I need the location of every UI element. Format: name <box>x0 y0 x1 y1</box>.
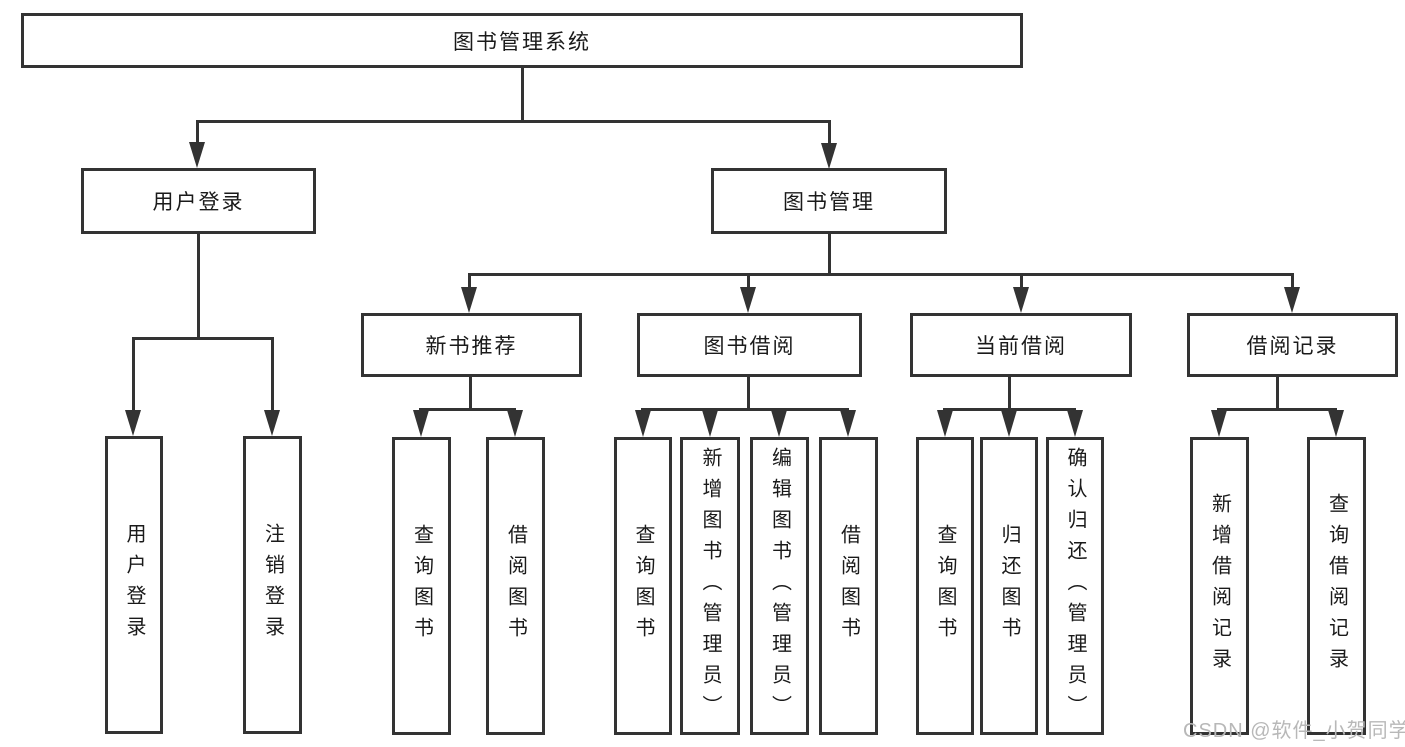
leaf-bb-borrow-label: 借阅图书 <box>837 524 860 648</box>
leaf-br-query: 查询借阅记录 <box>1307 437 1366 735</box>
connector-borrowrecord-shaft <box>1291 273 1294 289</box>
node-current-borrow: 当前借阅 <box>910 313 1132 377</box>
connector-newbook-shaft <box>468 273 471 289</box>
leaf-nb-query: 查询图书 <box>392 437 451 735</box>
arrowhead-newbook <box>461 287 477 313</box>
arrowhead-cb-return <box>1001 410 1017 437</box>
csdn-watermark: CSDN @软件_小贺同学 <box>1183 720 1405 742</box>
leaf-bb-edit: 编辑图书（管理员） <box>750 437 809 735</box>
arrowhead-nb-borrow <box>507 410 523 437</box>
arrowhead-borrowrecord <box>1284 287 1300 313</box>
leaf-bb-add-label: 新增图书（管理员） <box>699 446 721 726</box>
arrowhead-logout <box>264 410 280 436</box>
node-book-mgmt-label: 图书管理 <box>783 191 875 214</box>
connector-root-stub <box>521 68 524 120</box>
node-new-book-rec-label: 新书推荐 <box>425 335 518 358</box>
leaf-br-add: 新增借阅记录 <box>1190 437 1249 735</box>
leaf-logout: 注销登录 <box>243 436 302 734</box>
arrowhead-bb-borrow <box>840 410 856 437</box>
arrowhead-userlogin <box>189 142 205 168</box>
leaf-bb-edit-label: 编辑图书（管理员） <box>768 446 791 726</box>
connector-root-branch <box>196 120 830 123</box>
node-root-label: 图书管理系统 <box>453 30 591 54</box>
connector-login-shaft <box>132 337 135 412</box>
leaf-user-login-label: 用户登录 <box>123 523 145 647</box>
connector-userlogin-branch <box>132 337 274 340</box>
leaf-user-login: 用户登录 <box>105 436 163 734</box>
connector-newbook-branch <box>419 408 516 411</box>
leaf-cb-return: 归还图书 <box>980 437 1038 735</box>
arrowhead-bookborrow <box>740 287 756 313</box>
leaf-bb-borrow: 借阅图书 <box>819 437 878 735</box>
leaf-br-add-label: 新增借阅记录 <box>1208 493 1231 679</box>
leaf-cb-query-label: 查询图书 <box>934 524 956 648</box>
connector-newbook-stub <box>469 377 472 411</box>
connector-bookmgmt-shaft <box>828 120 831 144</box>
leaf-bb-query: 查询图书 <box>614 437 672 735</box>
connector-bookborrow-shaft <box>747 273 750 289</box>
node-book-borrow-label: 图书借阅 <box>703 335 796 358</box>
node-book-mgmt: 图书管理 <box>711 168 947 234</box>
leaf-bb-query-label: 查询图书 <box>632 524 654 648</box>
arrowhead-bb-add <box>702 410 718 437</box>
node-book-borrow: 图书借阅 <box>637 313 862 377</box>
connector-currentborrow-stub <box>1008 377 1011 411</box>
arrowhead-login <box>125 410 141 436</box>
connector-logout-shaft <box>271 337 274 412</box>
leaf-logout-label: 注销登录 <box>261 523 284 647</box>
leaf-bb-add: 新增图书（管理员） <box>680 437 740 735</box>
connector-userlogin-shaft <box>196 120 199 144</box>
node-user-login: 用户登录 <box>81 168 316 234</box>
arrowhead-bb-query <box>635 410 651 437</box>
node-new-book-rec: 新书推荐 <box>361 313 582 377</box>
leaf-cb-return-label: 归还图书 <box>998 524 1020 648</box>
leaf-nb-borrow: 借阅图书 <box>486 437 545 735</box>
connector-currentborrow-branch <box>943 408 1076 411</box>
connector-currentborrow-shaft <box>1020 273 1023 289</box>
connector-borrowrecord-branch <box>1217 408 1337 411</box>
connector-bookborrow-branch <box>641 408 849 411</box>
connector-borrowrecord-stub <box>1276 377 1279 411</box>
leaf-br-query-label: 查询借阅记录 <box>1325 493 1348 679</box>
leaf-nb-query-label: 查询图书 <box>410 524 433 648</box>
leaf-nb-borrow-label: 借阅图书 <box>504 524 527 648</box>
leaf-cb-confirm-label: 确认归还（管理员） <box>1064 446 1086 726</box>
arrowhead-currentborrow <box>1013 287 1029 313</box>
node-root: 图书管理系统 <box>21 13 1023 68</box>
leaf-cb-query: 查询图书 <box>916 437 974 735</box>
arrowhead-nb-query <box>413 410 429 437</box>
arrowhead-cb-confirm <box>1067 410 1083 437</box>
arrowhead-br-add <box>1211 410 1227 437</box>
node-borrow-records: 借阅记录 <box>1187 313 1398 377</box>
leaf-cb-confirm: 确认归还（管理员） <box>1046 437 1104 735</box>
arrowhead-cb-query <box>937 410 953 437</box>
node-borrow-records-label: 借阅记录 <box>1246 335 1339 358</box>
node-user-login-label: 用户登录 <box>152 191 245 214</box>
arrowhead-br-query <box>1328 410 1344 437</box>
connector-bookmgmt-branch <box>468 273 1294 276</box>
connector-userlogin-stub <box>197 234 200 337</box>
connector-bookborrow-stub <box>747 377 750 411</box>
arrowhead-bookmgmt <box>821 143 837 169</box>
connector-bookmgmt-stub <box>828 234 831 275</box>
arrowhead-bb-edit <box>771 410 787 437</box>
node-current-borrow-label: 当前借阅 <box>975 335 1067 358</box>
